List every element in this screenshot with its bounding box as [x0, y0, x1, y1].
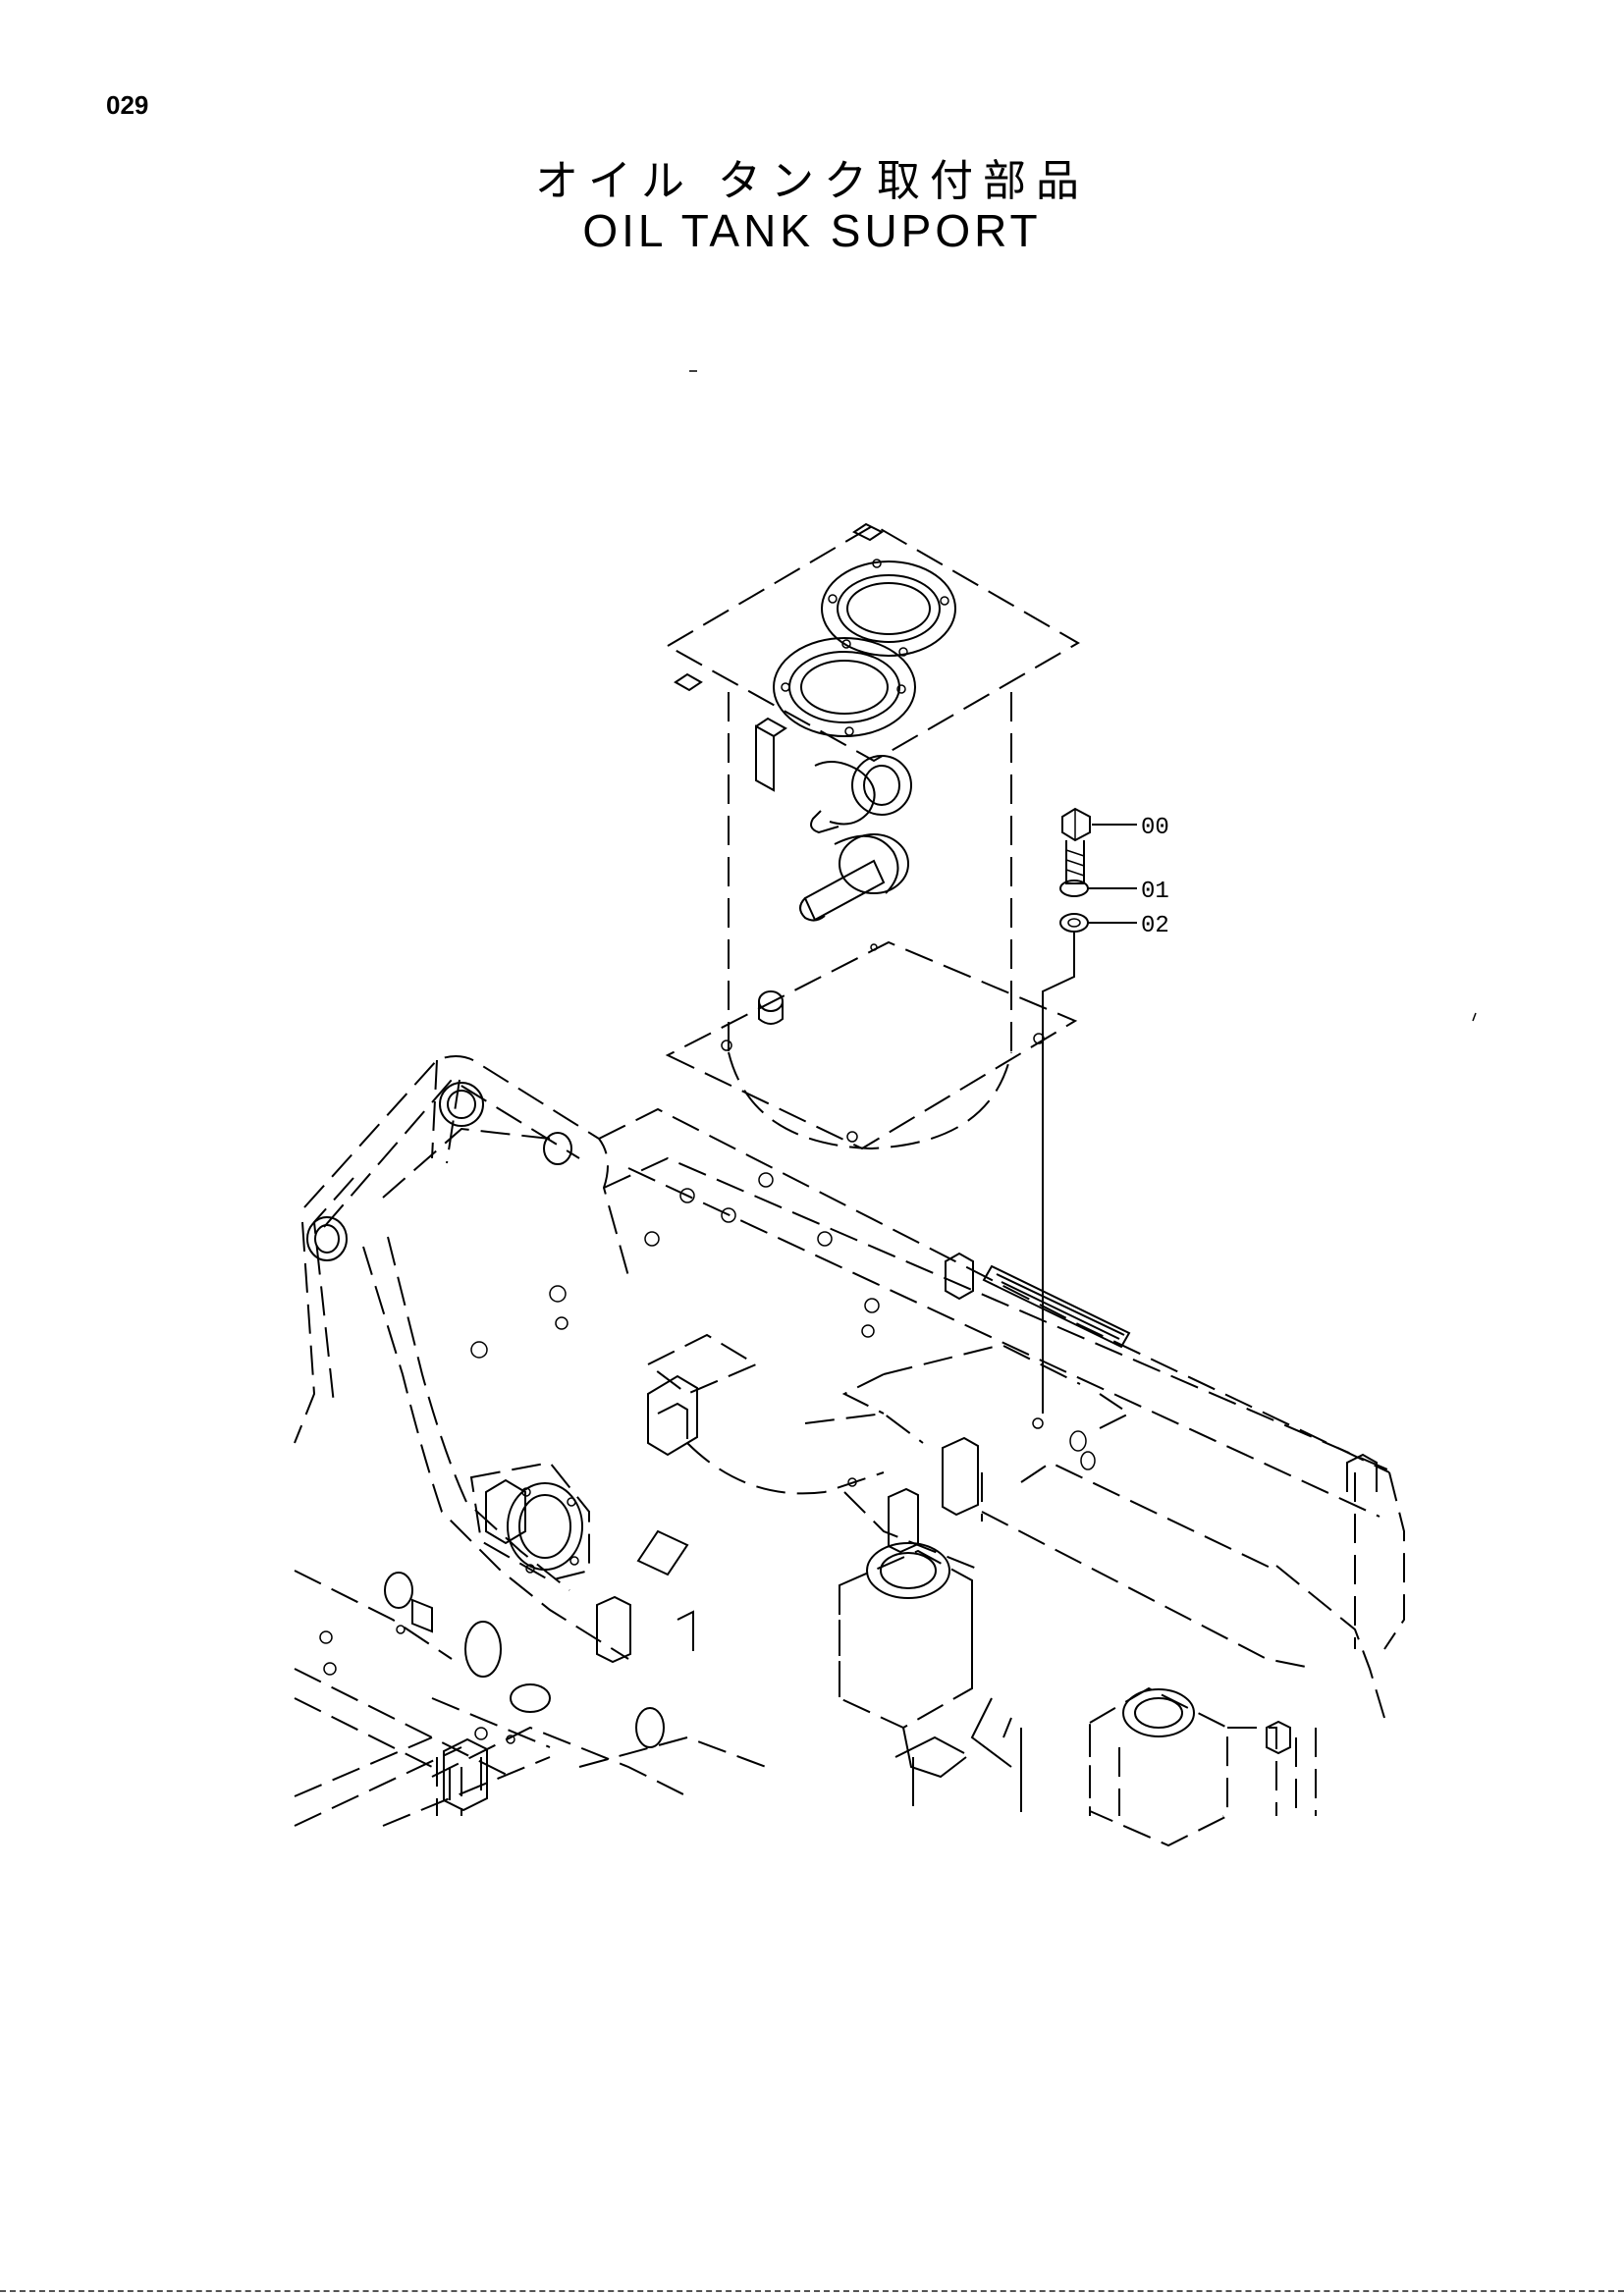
callout-01: 01 — [1141, 879, 1169, 905]
callout-02: 02 — [1141, 913, 1169, 939]
page-title-japanese: オイル タンク取付部品 — [535, 156, 1089, 206]
spring-washer-icon — [1059, 880, 1137, 897]
callout-00: 00 — [1141, 815, 1169, 841]
footer-rule — [0, 2290, 1624, 2292]
oil-tank — [665, 522, 1081, 1150]
page-number: 029 — [106, 90, 149, 120]
flat-washer-icon — [1042, 913, 1137, 1414]
bolt-icon — [1061, 807, 1137, 884]
page-title-english: OIL TANK SUPORT — [582, 205, 1042, 256]
upper-frame — [294, 1055, 1405, 1847]
